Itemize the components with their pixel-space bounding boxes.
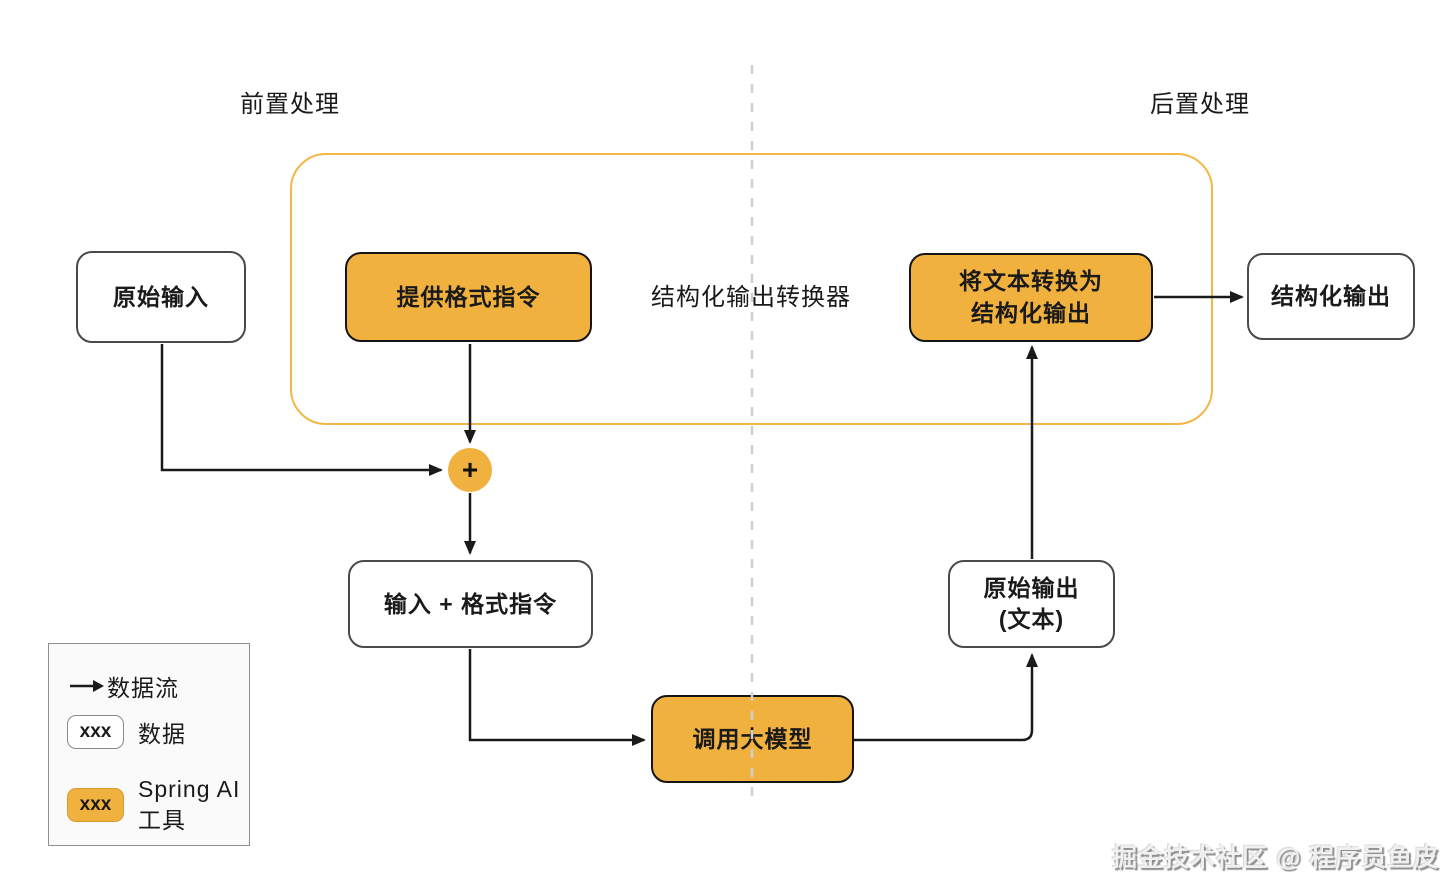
pre-processing-title: 前置处理 — [240, 91, 340, 118]
dataflow-arrow-icon — [70, 680, 104, 692]
node-raw-output-line2: (文本) — [998, 606, 1065, 632]
node-call-llm-label: 调用大模型 — [692, 725, 813, 752]
plus-sign: + — [461, 454, 479, 485]
legend-tool-label: Spring AI 工具 — [138, 774, 240, 836]
legend-row-data: xxx 数据 — [67, 715, 186, 749]
legend-box: 数据流 xxx 数据 xxx Spring AI 工具 — [48, 643, 250, 846]
node-provide-format-label: 提供格式指令 — [396, 283, 541, 310]
node-convert-text-line2: 结构化输出 — [971, 299, 1091, 326]
legend-tool-label-line1: Spring AI — [138, 776, 241, 802]
legend-tool-label-line2: 工具 — [138, 807, 186, 834]
node-input-plus-format: 输入 + 格式指令 — [348, 560, 593, 648]
node-raw-output: 原始输出 (文本) — [948, 560, 1115, 648]
legend-dataflow-label: 数据流 — [107, 675, 179, 701]
node-raw-input: 原始输入 — [76, 251, 246, 343]
node-call-llm: 调用大模型 — [651, 695, 854, 783]
node-convert-text-to-structured: 将文本转换为 结构化输出 — [909, 253, 1153, 342]
node-structured-output: 结构化输出 — [1247, 253, 1415, 340]
post-processing-title: 后置处理 — [1150, 91, 1250, 118]
legend-data-label: 数据 — [138, 721, 186, 747]
node-structured-output-label: 结构化输出 — [1271, 283, 1391, 310]
legend-tool-chip: xxx — [67, 788, 124, 823]
node-input-plus-format-label: 输入 + 格式指令 — [383, 590, 558, 617]
node-raw-input-label: 原始输入 — [113, 283, 209, 310]
plus-merge-node: + — [448, 448, 492, 492]
node-provide-format-instructions: 提供格式指令 — [345, 252, 592, 342]
legend-data-chip: xxx — [67, 715, 124, 749]
node-convert-text-line1: 将文本转换为 — [959, 268, 1103, 295]
legend-row-dataflow: 数据流 — [69, 669, 179, 703]
watermark-text: 掘金技术社区 @ 程序员鱼皮 — [1112, 844, 1440, 872]
converter-container-label: 结构化输出转换器 — [651, 284, 851, 311]
node-raw-output-line1: 原始输出 — [983, 574, 1080, 601]
legend-row-tool: xxx Spring AI 工具 — [67, 774, 240, 836]
